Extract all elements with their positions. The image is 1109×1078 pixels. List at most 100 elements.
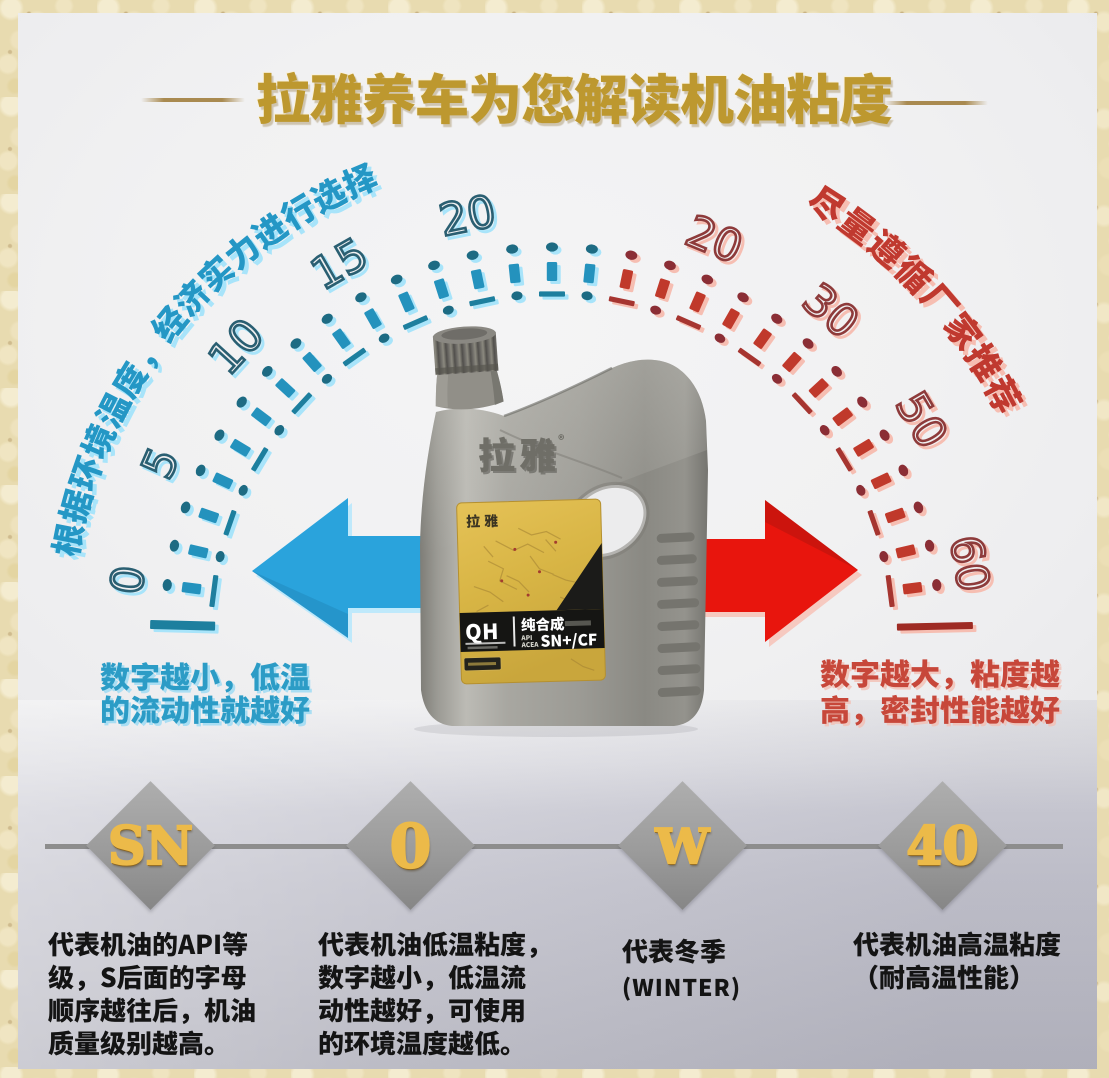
gauge-tick-mark [870,472,892,490]
gauge-tick-mark [198,507,219,524]
gauge-tick-mark [180,501,191,514]
gauge-tick-mark [655,278,670,299]
gauge-tick-mark [714,333,726,343]
label-api: API [520,632,532,642]
gauge-tick-mark [291,392,313,415]
legend-desc-0-line2: 数字越小，低温流 [318,958,527,995]
gauge-tick-mark [737,292,749,303]
label-wedge [556,543,604,611]
gauge-number-glow: 60 [942,535,1002,599]
gauge-tick-mark [469,296,496,307]
gauge-tick-mark [215,551,225,563]
left-arrow-shape [252,498,442,638]
grip-ribs [656,532,701,698]
gauge-tick-fan [150,242,977,634]
gauge-number: 20 [435,186,500,247]
left-blue-arrow [252,498,446,643]
gauge-tick-mark [390,274,403,285]
legend-desc-sn-line1: 代表机油的API等 [48,925,249,962]
gauge-tick-mark [885,507,906,524]
gauge-tick-mark [262,365,273,377]
gauge-tick-mark [771,373,783,384]
gauge-tick-mark [585,244,598,254]
gauge-tick-mark [254,450,272,475]
gauge-tick-mark [722,308,740,329]
gauge-tick-mark [236,396,247,408]
gauge-tick-mark [808,378,829,398]
gauge-tick-mark [924,539,935,552]
gauge-tick-mark [342,347,367,367]
gauge-tick-mark [150,620,216,631]
gauge-tick-mark [251,447,269,472]
legend-desc-sn-line3: 顺序越往后，机油 [48,991,257,1028]
gauge-tick-mark [238,484,248,496]
gauge-tick-mark [428,260,440,271]
gauge-tick-mark [181,581,202,595]
page-title: 拉雅养车为您解读机油粘度 [256,56,893,135]
gauge-tick-mark [364,308,382,329]
gauge-tick-mark [895,544,916,559]
label-grade: SN+/CF [540,628,597,652]
diamond-sn-text: SN [107,815,194,878]
gauge-tick-mark [539,291,565,297]
gauge-tick-mark [879,551,889,563]
right-arrow-shape [688,500,858,642]
jug-emboss: 拉雅 [478,426,560,480]
gauge-number: 5 [132,440,190,486]
legend-desc-40: 代表机油高温粘度（耐高温性能） [853,927,1061,993]
gauge-tick-mark [434,278,449,299]
gauge-tick-mark [546,242,558,252]
gauge-tick-mark [835,447,853,472]
gauge-tick-mark [275,378,296,398]
low-temp-caption-line2: 的流动性就越好 [100,686,310,730]
gauge-tick-mark [195,464,206,477]
gauge-tick-mark [879,429,890,441]
gauge-tick-mark [511,291,523,301]
gauge-tick-mark [302,351,322,372]
gauge-tick-mark [782,351,802,372]
gauge-tick-mark [321,313,333,324]
gauge-tick-mark [853,438,874,457]
high-temp-caption-line2: 高，密封性能越好 [820,686,1060,730]
gauge-number-glow: 20 [438,189,503,250]
gauge-tick-mark [470,269,485,290]
gauge-tick-mark [227,512,240,539]
gauge-tick-mark [188,544,209,559]
label-map-dots [500,540,558,597]
jug-emboss-shadow: 拉雅 [480,428,562,482]
gauge-tick-mark [802,338,814,349]
gauge-tick-mark [214,429,225,441]
gauge-tick-mark [290,338,302,349]
gauge-tick-mark [546,262,558,281]
gauge-tick-mark [223,509,237,536]
gauge-tick-mark [274,425,285,436]
gauge-tick-mark [898,464,909,477]
legend-desc-40-line1: 代表机油高温粘度 [853,925,1062,962]
gauge-tick-mark [675,315,702,330]
gauge-tick-mark [212,577,222,611]
gauge-tick-mark [885,574,895,608]
diamond-40-text: 40 [905,815,980,878]
gauge-tick-mark [332,328,351,349]
gauge-tick-mark [832,407,853,427]
gauge-tick-mark [212,472,234,490]
gauge-tick-mark [791,392,813,415]
gauge-tick-mark [230,438,251,457]
gauge-tick-mark [896,621,973,631]
jug-cap [432,326,504,410]
gauge-tick-mark [737,347,762,367]
gauge-tick-mark [625,250,638,260]
legend-desc-0-line1: 代表机油低温粘度， [318,925,553,962]
legend-desc-w-line2: (WINTER) [622,969,742,1003]
low-temp-caption-line1: 数字越小，低温 [100,653,310,697]
gauge-tick-mark [321,373,333,384]
label-acea: ACEA [520,639,539,650]
gauge-tick-mark [162,579,172,592]
legend-desc-sn-line2: 级，S后面的字母 [48,958,247,995]
gauge-tick-mark [508,263,521,284]
gauge-tick-mark [771,313,783,324]
legend-connector-line [45,844,1063,849]
gauge-number: 60 [939,532,999,596]
label-product: 纯合成 [521,613,566,635]
